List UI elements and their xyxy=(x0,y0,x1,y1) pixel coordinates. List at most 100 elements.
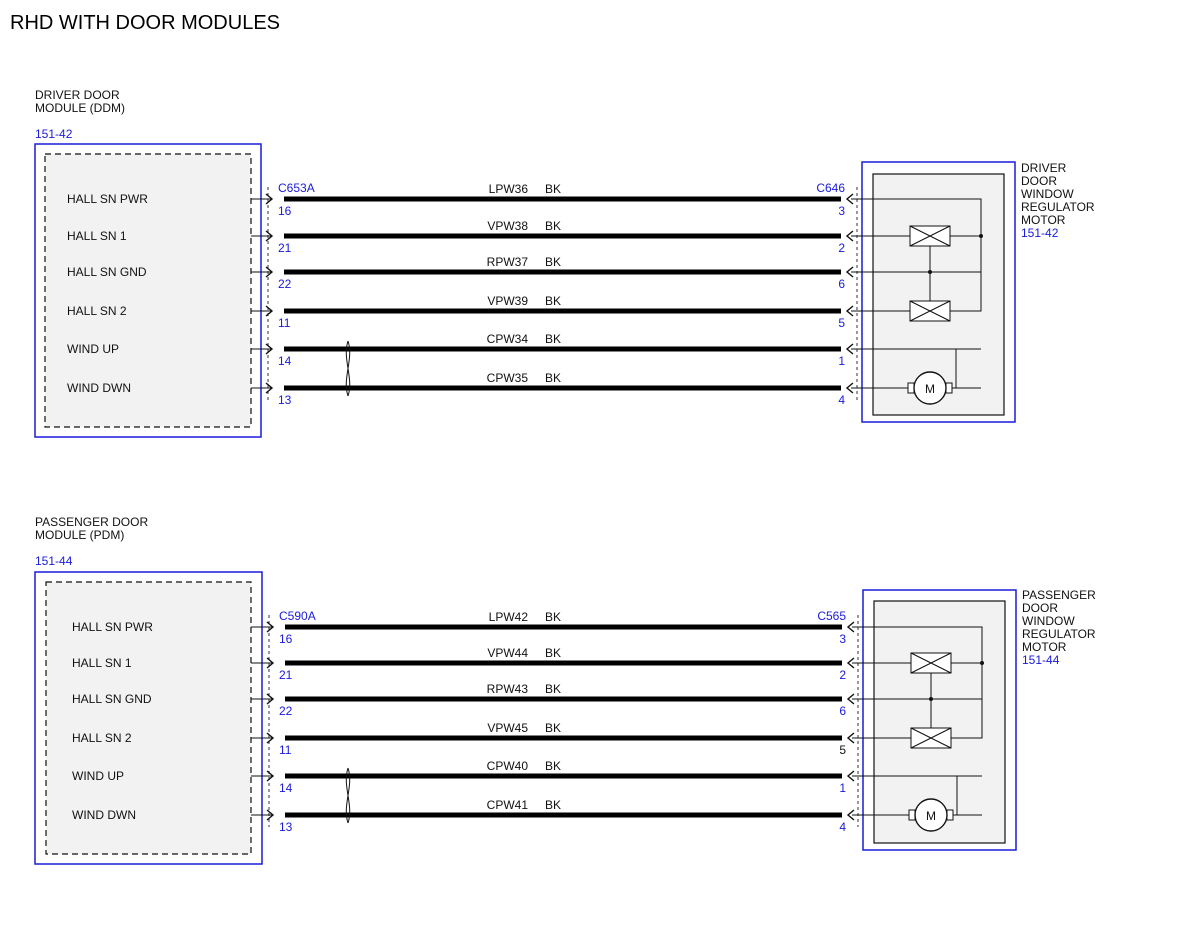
pin-right: 5 xyxy=(839,743,846,757)
wire-color: BK xyxy=(545,798,561,812)
wire-code: CPW35 xyxy=(487,371,529,385)
connector-left-name: C653A xyxy=(278,181,315,195)
pin-left: 14 xyxy=(278,354,292,368)
pin-left: 11 xyxy=(278,316,291,330)
hall-sensor-cross xyxy=(910,727,952,749)
wire-code: CPW40 xyxy=(487,759,529,773)
wire-code: LPW36 xyxy=(489,182,529,196)
wire-code: VPW38 xyxy=(487,219,528,233)
module-inner-box xyxy=(45,581,252,855)
terminal-right-icon xyxy=(845,230,854,242)
motor-trace xyxy=(857,348,957,389)
page-title: RHD WITH DOOR MODULES xyxy=(10,12,280,34)
pin-left: 14 xyxy=(279,781,293,795)
pin-left: 13 xyxy=(278,393,292,407)
wire-color: BK xyxy=(545,721,561,735)
pin-label: HALL SN 1 xyxy=(67,229,127,243)
terminal-left-icon xyxy=(265,193,274,205)
pin-left: 16 xyxy=(279,632,293,646)
junction-dot xyxy=(928,270,932,274)
motor-name-line: WINDOW xyxy=(1022,614,1075,628)
wire-code: LPW42 xyxy=(489,610,529,624)
connector-left-name: C590A xyxy=(279,609,316,623)
motor-name-line: DRIVER xyxy=(1021,161,1067,175)
motor-name-line: DOOR xyxy=(1022,601,1058,615)
terminal-left-icon xyxy=(266,732,275,744)
module-name-line: MODULE (PDM) xyxy=(35,528,124,542)
hall-sensor-cross xyxy=(909,300,951,322)
sensor-power-trace xyxy=(858,626,983,739)
terminal-left-icon xyxy=(266,770,275,782)
motor-name-line: REGULATOR xyxy=(1021,200,1095,214)
wire-color: BK xyxy=(545,682,561,696)
terminal-left-icon xyxy=(266,621,275,633)
pin-label: HALL SN 2 xyxy=(67,304,127,318)
motor-ref: 151-42 xyxy=(1021,226,1059,240)
pin-left: 13 xyxy=(279,820,293,834)
module-ref: 151-42 xyxy=(35,127,73,141)
pin-left: 11 xyxy=(279,743,292,757)
motor-name-line: WINDOW xyxy=(1021,187,1074,201)
wire-color: BK xyxy=(545,219,561,233)
motor-brush xyxy=(907,382,915,394)
pin-right: 6 xyxy=(839,704,846,718)
hall-sensor-cross xyxy=(909,225,951,247)
pin-right: 6 xyxy=(838,277,845,291)
pin-right: 4 xyxy=(839,820,846,834)
motor-name-line: MOTOR xyxy=(1021,213,1066,227)
wire-color: BK xyxy=(545,371,561,385)
wire-color: BK xyxy=(545,759,561,773)
twisted-pair-icon xyxy=(345,340,351,397)
junction-dot xyxy=(979,234,983,238)
pin-left: 21 xyxy=(278,241,292,255)
terminal-right-icon xyxy=(845,305,854,317)
pin-right: 2 xyxy=(839,668,846,682)
terminal-left-icon xyxy=(265,266,274,278)
motor-brush xyxy=(945,382,953,394)
motor-name-line: PASSENGER xyxy=(1022,588,1096,602)
wire-code: CPW34 xyxy=(487,332,529,346)
pin-label: HALL SN 1 xyxy=(72,656,132,670)
wire-code: VPW39 xyxy=(487,294,528,308)
pin-label: WIND DWN xyxy=(72,808,136,822)
module-ref: 151-44 xyxy=(35,554,73,568)
hall-sensor-cross xyxy=(910,652,952,674)
pin-right: 5 xyxy=(838,316,845,330)
terminal-right-icon xyxy=(846,657,855,669)
terminal-left-icon xyxy=(265,382,274,394)
motor-name-line: REGULATOR xyxy=(1022,627,1096,641)
motor-symbol: M xyxy=(925,382,935,396)
pin-right: 3 xyxy=(839,632,846,646)
terminal-left-icon xyxy=(266,693,275,705)
pin-label: HALL SN GND xyxy=(67,265,147,279)
junction-dot xyxy=(980,661,984,665)
connector-right-name: C646 xyxy=(816,181,845,195)
motor-symbol: M xyxy=(926,809,936,823)
pin-label: HALL SN PWR xyxy=(67,192,148,206)
pin-right: 4 xyxy=(838,393,845,407)
pin-right: 3 xyxy=(838,204,845,218)
terminal-right-icon xyxy=(846,809,855,821)
terminal-right-icon xyxy=(845,266,854,278)
wire-code: VPW44 xyxy=(487,646,528,660)
module-name-line: DRIVER DOOR xyxy=(35,88,120,102)
module-name-line: MODULE (DDM) xyxy=(35,101,125,115)
pin-label: HALL SN 2 xyxy=(72,731,132,745)
motor-icon xyxy=(913,371,947,405)
wire-code: RPW37 xyxy=(487,255,529,269)
wire-color: BK xyxy=(545,255,561,269)
wire-code: CPW41 xyxy=(487,798,529,812)
terminal-left-icon xyxy=(265,343,274,355)
terminal-left-icon xyxy=(265,230,274,242)
terminal-left-icon xyxy=(266,657,275,669)
motor-icon xyxy=(914,798,948,832)
wire-color: BK xyxy=(545,646,561,660)
pin-right: 2 xyxy=(838,241,845,255)
motor-brush xyxy=(946,809,954,821)
terminal-left-icon xyxy=(266,809,275,821)
terminal-right-icon xyxy=(845,382,854,394)
pin-label: WIND UP xyxy=(67,342,119,356)
